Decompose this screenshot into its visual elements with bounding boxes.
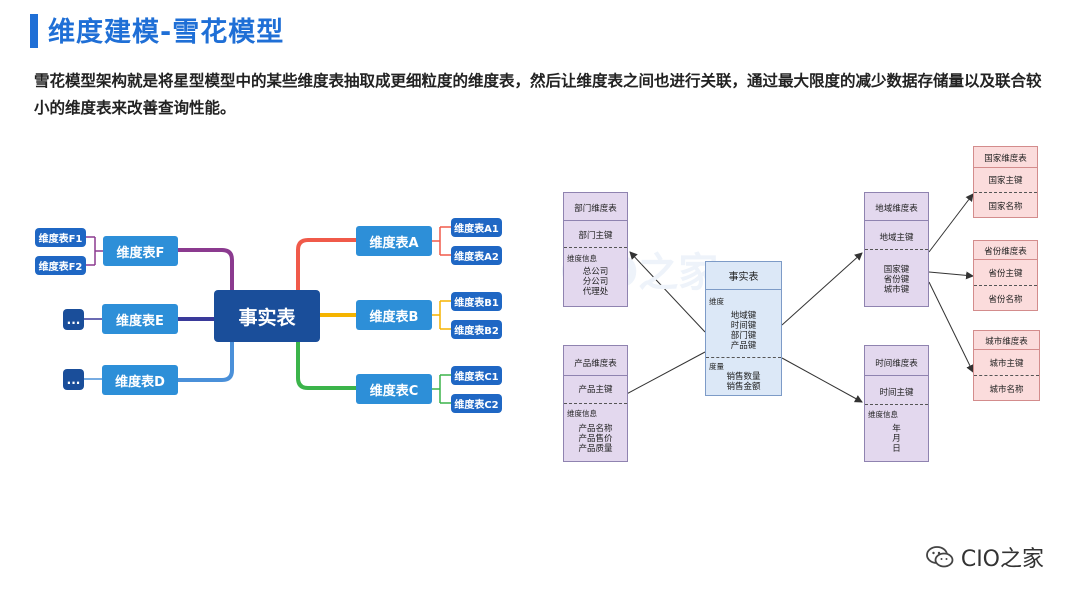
mindmap-leaf-A2: 维度表A2 [451,246,502,265]
arrow-region-province [928,271,974,280]
mindmap-leaf-B1: 维度表B1 [451,292,502,311]
arrow-fact-dept [629,251,706,333]
time-info-label: 维度信息 [868,410,898,419]
product-info-list: 产品名称 产品售价 产品质量 [578,424,613,454]
product-table-title: 产品维度表 [574,359,617,369]
mindmap-leaf-A1: 维度表A1 [451,218,502,237]
time-table-key: 时间主键 [879,388,914,398]
country-table-title: 国家维度表 [984,154,1027,164]
province-table-title: 省份维度表 [984,247,1027,257]
mindmap-node-A: 维度表A [356,226,432,256]
branch-line-C [296,340,358,390]
dept-table-title: 部门维度表 [574,204,617,214]
city-dimension-table: 城市维度表 城市主键 城市名称 [973,330,1040,401]
arrow-region-city [928,281,974,373]
province-table-key: 省份主键 [988,269,1023,279]
page-title: 维度建模-雪花模型 [48,17,285,48]
mindmap-node-B: 维度表B [356,300,432,330]
dept-info-list: 总公司 分公司 代理处 [582,267,609,297]
mindmap-leaf-F2: 维度表F2 [35,256,86,275]
dept-dimension-table: 部门维度表 部门主键 维度信息 总公司 分公司 代理处 [563,192,628,307]
mindmap-leaf-C1: 维度表C1 [451,366,502,385]
time-info-list: 年 月 日 [892,424,901,454]
leaf-line-A [432,226,451,256]
mindmap-leaf-D-ellipsis: ... [63,369,84,390]
mindmap-center-node: 事实表 [214,290,320,342]
city-table-key: 城市主键 [989,359,1024,369]
page-description: 雪花模型架构就是将星型模型中的某些维度表抽取成更细粒度的维度表，然后让维度表之间… [34,72,1042,117]
mindmap-leaf-B2: 维度表B2 [451,320,502,339]
branch-line-A [296,238,358,292]
mindmap-node-F: 维度表F [103,236,178,266]
country-dimension-table: 国家维度表 国家主键 国家名称 [973,146,1038,218]
city-table-title: 城市维度表 [985,337,1028,347]
mindmap-leaf-C2: 维度表C2 [451,394,502,413]
product-table-key: 产品主键 [578,385,613,395]
region-table-key: 地域主键 [879,233,914,243]
region-info-list: 国家键 省份键 城市键 [883,265,910,295]
leaf-line-B [432,300,451,330]
mindmap-node-C: 维度表C [356,374,432,404]
country-table-key: 国家主键 [988,176,1023,186]
mindmap-leaf-E-ellipsis: ... [63,309,84,330]
watermark-text: CIO之家 [960,547,1044,572]
time-table-title: 时间维度表 [875,359,918,369]
fact-measure-list: 销售数量 销售金额 [726,372,761,392]
mindmap-leaf-F1: 维度表F1 [35,228,86,247]
arrow-fact-region [781,252,863,326]
product-info-label: 维度信息 [567,409,597,418]
time-dimension-table: 时间维度表 时间主键 维度信息 年 月 日 [864,345,929,462]
region-table-title: 地域维度表 [875,204,918,214]
leaf-line-F [86,236,103,266]
title-accent-bar [30,14,38,48]
dept-info-label: 维度信息 [567,254,597,263]
fact-table: 事实表 维度 地域键 时间键 部门键 产品键 度量 销售数量 销售金额 [705,261,782,396]
province-dimension-table: 省份维度表 省份主键 省份名称 [973,240,1038,311]
wechat-icon [925,546,954,568]
city-table-name: 城市名称 [989,385,1024,395]
country-table-name: 国家名称 [988,202,1023,212]
fact-measure-label: 度量 [709,362,724,371]
fact-table-title: 事实表 [728,272,759,283]
product-dimension-table: 产品维度表 产品主键 维度信息 产品名称 产品售价 产品质量 [563,345,628,462]
dept-table-key: 部门主键 [578,231,613,241]
province-table-name: 省份名称 [988,295,1023,305]
watermark: CIO之家 [925,541,1044,573]
arrow-fact-time [781,357,863,403]
fact-dim-label: 维度 [709,297,724,306]
mindmap-node-E: 维度表E [102,304,178,334]
branch-line-D [176,340,234,382]
mindmap-node-D: 维度表D [102,365,178,395]
branch-line-F [176,248,234,292]
arrow-region-country [928,193,974,253]
fact-dim-list: 地域键 时间键 部门键 产品键 [730,311,757,351]
leaf-line-C [432,374,451,404]
region-dimension-table: 地域维度表 地域主键 国家键 省份键 城市键 [864,192,929,307]
